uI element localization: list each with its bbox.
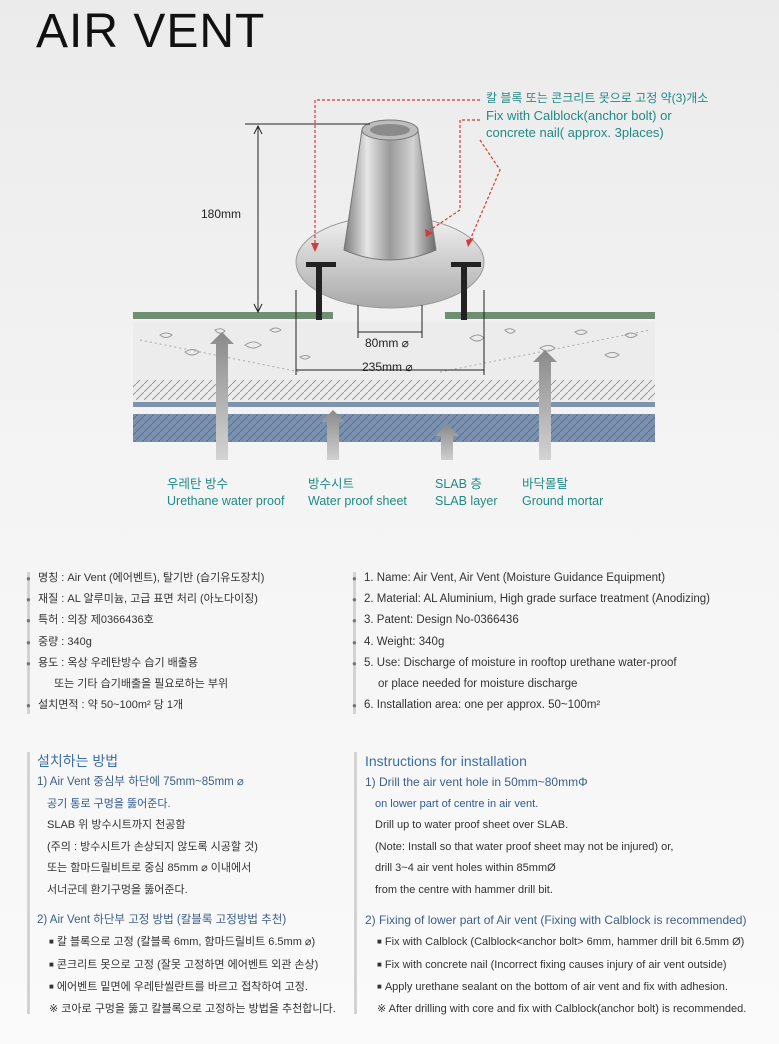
step2-title-ko: 2) Air Vent 하단부 고정 방법 (칼블록 고정방법 추천): [37, 913, 287, 926]
step2-line: 콘크리트 못으로 고정 (잘못 고정하면 에어벤트 외관 손상): [56, 958, 319, 971]
square-bullet-icon: ■: [377, 937, 382, 947]
step1-line: (주의 : 방수시트가 손상되지 않도록 시공할 것): [47, 840, 258, 853]
layer-ko: 바닥몰탈: [522, 477, 569, 491]
step2-line: 칼 블록으로 고정 (칼블록 6mm, 함마드릴비트 6.5mm ⌀): [56, 936, 316, 949]
spec-en-use: 5. Use: Discharge of moisture in rooftop…: [364, 656, 677, 669]
step2-line: Apply urethane sealant on the bottom of …: [384, 981, 728, 994]
vent-cone: [343, 129, 437, 261]
layer-ko: SLAB 층: [435, 477, 482, 491]
callout-arrows: [314, 99, 501, 245]
bullet-icon: ●: [352, 616, 357, 626]
callout-ko: 칼 블록 또는 콘크리트 못으로 고정 약(3)개소: [486, 91, 709, 105]
dim-height: 180mm: [201, 207, 242, 221]
spec-en-name: 1. Name: Air Vent, Air Vent (Moisture Gu…: [364, 572, 666, 584]
spec-ko-weight: 중량 : 340g: [38, 635, 92, 648]
spec-ko-use: 용도 : 옥상 우레탄방수 습기 배출용: [38, 656, 199, 669]
bullet-icon: ●: [26, 701, 31, 711]
step2-note-en: ※ After drilling with core and fix with …: [377, 1002, 747, 1015]
square-bullet-icon: ■: [49, 937, 54, 947]
spec-ko-material: 재질 : AL 알루미늄, 고급 표면 처리 (아노다이징): [38, 593, 258, 606]
spec-en-weight: 4. Weight: 340g: [364, 635, 445, 648]
spec-ko-area: 설치면적 : 약 50~100m² 당 1개: [38, 699, 184, 712]
step1-line: 공기 통로 구멍을 뚫어준다.: [47, 797, 171, 810]
square-bullet-icon: ■: [377, 959, 382, 969]
divider-bar: [27, 572, 30, 714]
spec-en-area: 6. Installation area: one per approx. 50…: [364, 699, 601, 712]
layer-en: Water proof sheet: [308, 494, 407, 508]
install-english: Instructions for installation 1) Drill t…: [365, 750, 775, 1021]
dim-outer: 235mm ⌀: [362, 360, 413, 374]
spec-ko-name: 명칭 : Air Vent (에어벤트), 탈기반 (습기유도장치): [38, 572, 265, 584]
step1-line: Drill up to water proof sheet over SLAB.: [375, 819, 569, 832]
layer-en: Ground mortar: [522, 494, 604, 508]
install-heading-ko: 설치하는 방법: [37, 753, 119, 769]
bullet-icon: ●: [26, 658, 31, 668]
step1-title-en: 1) Drill the air vent hole in 50mm~80mmΦ: [365, 775, 588, 789]
air-vent-diagram: [133, 99, 655, 460]
bullet-icon: ●: [352, 574, 357, 583]
slab-layer: [133, 414, 655, 442]
hatch-layer: [133, 380, 655, 400]
install-heading-en: Instructions for installation: [365, 753, 527, 769]
bullet-icon: ●: [26, 595, 31, 605]
square-bullet-icon: ■: [49, 959, 54, 969]
layer-label-slab: SLAB 층 SLAB layer: [435, 476, 498, 510]
step1-line: 서너군데 환기구멍을 뚫어준다.: [47, 883, 188, 896]
step1-line: (Note: Install so that water proof sheet…: [375, 840, 674, 853]
layer-label-mortar: 바닥몰탈 Ground mortar: [522, 476, 603, 510]
step1-line: SLAB 위 방수시트까지 천공함: [47, 819, 186, 832]
step2-line: 에어벤트 밑면에 우레탄씰란트를 바르고 접착하여 고정.: [56, 981, 308, 994]
page-title: AIR VENT: [36, 5, 266, 58]
specs-korean: ● 명칭 : Air Vent (에어벤트), 탈기반 (습기유도장치) ● 재질 …: [26, 568, 346, 716]
spec-en-use-2: or place needed for moisture discharge: [378, 678, 578, 691]
callout-en-2: concrete nail( approx. 3places): [486, 125, 664, 140]
layer-ko: 우레탄 방수: [167, 477, 228, 491]
urethane-layer-right: [445, 312, 655, 319]
step1-line: drill 3~4 air vent holes within 85mmØ: [375, 862, 556, 875]
spec-en-material: 2. Material: AL Aluminium, High grade su…: [364, 593, 711, 606]
step1-line: from the centre with hammer drill bit.: [375, 883, 553, 896]
urethane-layer-left: [133, 312, 333, 319]
fixing-callout: 칼 블록 또는 콘크리트 못으로 고정 약(3)개소 Fix with Calb…: [486, 90, 708, 141]
layer-label-urethane: 우레탄 방수 Urethane water proof: [167, 476, 284, 510]
layer-ko: 방수시트: [308, 477, 355, 491]
square-bullet-icon: ■: [49, 982, 54, 992]
bullet-icon: ●: [352, 658, 357, 668]
divider-bar: [353, 572, 356, 714]
dimension-lines: [245, 123, 485, 375]
layer-en: Urethane water proof: [167, 494, 285, 508]
spec-en-patent: 3. Patent: Design No-0366436: [364, 614, 519, 627]
bullet-icon: ●: [352, 637, 357, 647]
bullet-icon: ●: [352, 701, 357, 711]
install-korean: 설치하는 방법 1) Air Vent 중심부 하단에 75mm~85mm ⌀ …: [37, 750, 347, 1021]
bullet-icon: ●: [26, 616, 31, 626]
step1-line: on lower part of centre in air vent.: [375, 797, 539, 810]
layer-label-sheet: 방수시트 Water proof sheet: [308, 476, 407, 510]
callout-en-1: Fix with Calblock(anchor bolt) or: [486, 108, 672, 123]
step2-line: Fix with concrete nail (Incorrect fixing…: [384, 958, 727, 971]
square-bullet-icon: ■: [377, 982, 382, 992]
spec-ko-patent: 특허 : 의장 제0366436호: [38, 614, 154, 627]
waterproof-sheet-line: [133, 402, 655, 407]
step2-note-ko: ※ 코아로 구멍을 뚫고 칼블록으로 고정하는 방법을 추천합니다.: [49, 1002, 336, 1015]
bullet-icon: ●: [352, 595, 357, 605]
step2-line: Fix with Calblock (Calblock<anchor bolt>…: [384, 936, 745, 949]
bullet-icon: ●: [26, 637, 31, 647]
layer-en: SLAB layer: [435, 494, 498, 508]
spec-ko-use-2: 또는 기타 습기배출을 필요로하는 부위: [54, 678, 229, 691]
anchor-bolts: [306, 262, 481, 320]
step1-line: 또는 함마드릴비트로 중심 85mm ⌀ 이내에서: [47, 862, 252, 875]
specs-english: ● 1. Name: Air Vent, Air Vent (Moisture G…: [352, 568, 772, 716]
moisture-arrows: [210, 332, 557, 460]
divider-bar: [354, 752, 357, 1014]
bullet-icon: ●: [26, 574, 31, 583]
step2-title-en: 2) Fixing of lower part of Air vent (Fix…: [365, 912, 747, 927]
step1-title-ko: 1) Air Vent 중심부 하단에 75mm~85mm ⌀: [37, 776, 244, 788]
divider-bar: [27, 752, 30, 1014]
dim-inner: 80mm ⌀: [365, 336, 409, 350]
